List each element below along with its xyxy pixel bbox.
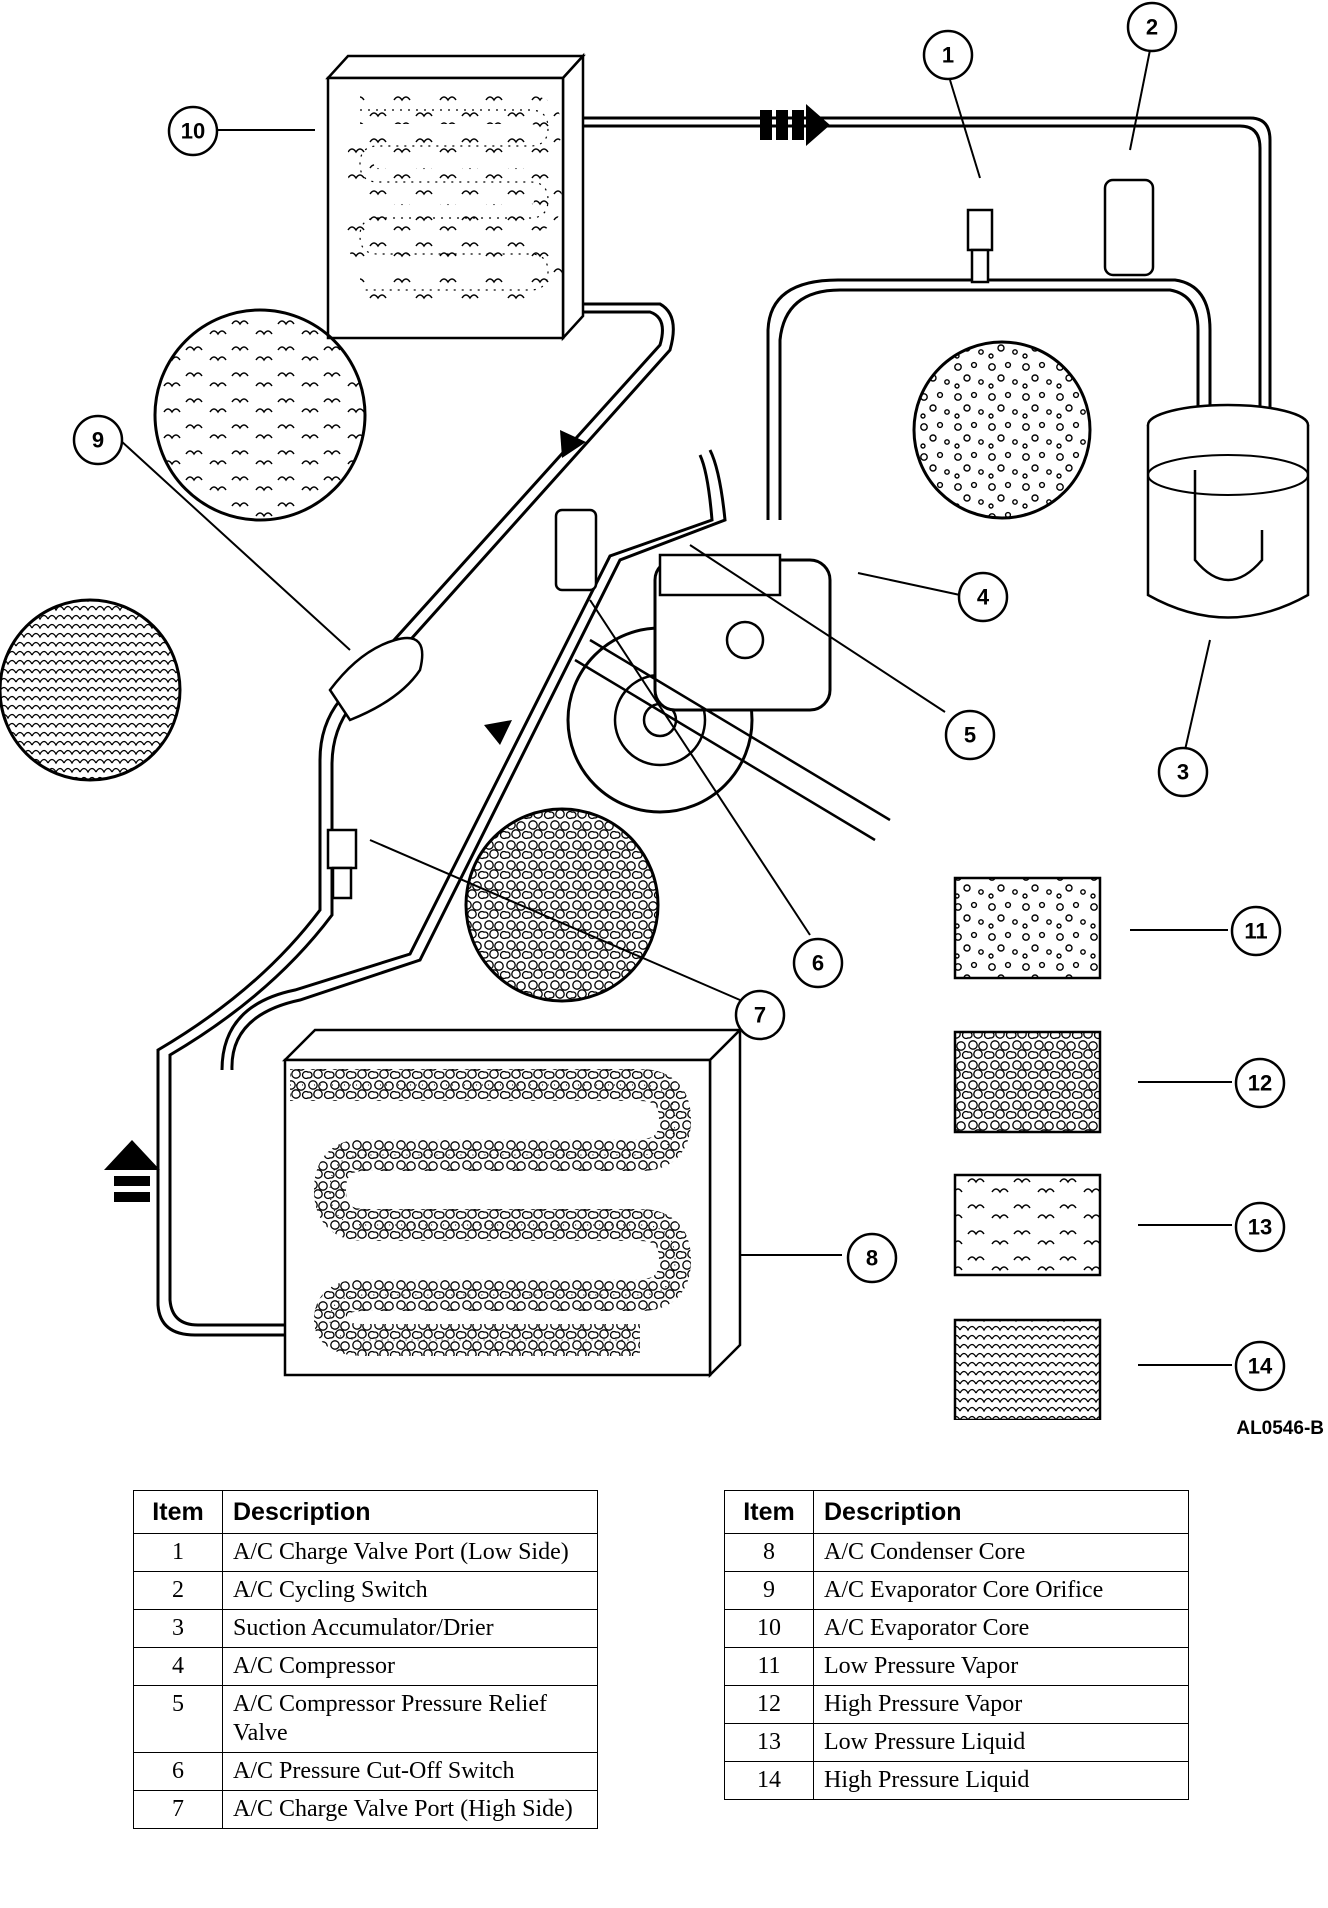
compressor [566, 553, 891, 842]
item-number: 10 [724, 1609, 814, 1648]
ac-system-diagram: 1 2 3 4 5 6 7 8 9 10 11 12 13 14 [0, 1, 1310, 1420]
legend-swatches [953, 876, 1102, 1420]
item-description: Low Pressure Vapor [813, 1647, 1189, 1686]
callout-10: 10 [167, 105, 219, 157]
item-description: A/C Charge Valve Port (High Side) [222, 1790, 598, 1829]
cycling-switch [1103, 178, 1155, 277]
callout-1: 1 [922, 29, 974, 81]
svg-text:14: 14 [1248, 1354, 1273, 1379]
header-description: Description [813, 1490, 1189, 1534]
item-number: 12 [724, 1685, 814, 1724]
svg-text:11: 11 [1244, 919, 1267, 944]
svg-text:2: 2 [1146, 15, 1158, 40]
callout-12: 12 [1234, 1057, 1286, 1109]
item-number: 1 [133, 1533, 223, 1572]
header-item: Item [133, 1490, 223, 1534]
item-description: Suction Accumulator/Drier [222, 1609, 598, 1648]
table-header-row: Item Description [724, 1490, 1189, 1534]
item-description: A/C Compressor [222, 1647, 598, 1686]
svg-text:12: 12 [1248, 1071, 1272, 1096]
callout-13: 13 [1234, 1201, 1286, 1253]
evaporator-orifice [328, 636, 424, 722]
header-item: Item [724, 1490, 814, 1534]
header-description: Description [222, 1490, 598, 1534]
condenser-core [281, 1026, 744, 1379]
item-number: 2 [133, 1571, 223, 1610]
callout-11: 11 [1230, 905, 1282, 957]
item-description: A/C Cycling Switch [222, 1571, 598, 1610]
figure-id: AL0546-B [1236, 1418, 1324, 1439]
item-number: 6 [133, 1752, 223, 1791]
svg-text:10: 10 [181, 119, 205, 144]
charge-valve-port-low [966, 208, 994, 284]
evaporator-core [325, 52, 586, 342]
svg-text:9: 9 [92, 428, 104, 453]
item-description: High Pressure Vapor [813, 1685, 1189, 1724]
callout-5: 5 [944, 709, 996, 761]
item-number: 13 [724, 1723, 814, 1762]
item-description: High Pressure Liquid [813, 1761, 1189, 1800]
item-number: 8 [724, 1533, 814, 1572]
item-description: A/C Pressure Cut-Off Switch [222, 1752, 598, 1791]
item-number: 4 [133, 1647, 223, 1686]
item-description: A/C Evaporator Core [813, 1609, 1189, 1648]
callout-8: 8 [846, 1232, 898, 1284]
item-number: 7 [133, 1790, 223, 1829]
svg-text:1: 1 [942, 43, 954, 68]
callout-7: 7 [734, 989, 786, 1041]
item-number: 5 [133, 1685, 223, 1753]
svg-text:4: 4 [977, 585, 990, 610]
callout-9: 9 [72, 414, 124, 466]
svg-text:6: 6 [812, 951, 824, 976]
item-description: A/C Evaporator Core Orifice [813, 1571, 1189, 1610]
callout-14: 14 [1234, 1340, 1286, 1392]
svg-text:8: 8 [866, 1246, 878, 1271]
item-description: Low Pressure Liquid [813, 1723, 1189, 1762]
item-number: 11 [724, 1647, 814, 1686]
item-number: 9 [724, 1571, 814, 1610]
leader-lines [119, 49, 1232, 1366]
svg-text:5: 5 [964, 723, 976, 748]
item-description: A/C Condenser Core [813, 1533, 1189, 1572]
item-description: A/C Charge Valve Port (Low Side) [222, 1533, 598, 1572]
item-description: A/C Compressor Pressure Relief Valve [222, 1685, 598, 1753]
item-number: 14 [724, 1761, 814, 1800]
callout-3: 3 [1157, 746, 1209, 798]
svg-text:3: 3 [1177, 760, 1189, 785]
svg-text:13: 13 [1248, 1215, 1272, 1240]
magnifier-bubbles [0, 308, 1092, 1003]
refrigerant-lines [156, 116, 1272, 1337]
charge-valve-port-high [326, 828, 358, 900]
suction-accumulator [1146, 403, 1310, 619]
callout-6: 6 [792, 937, 844, 989]
flow-arrows [104, 104, 830, 1202]
callout-4: 4 [957, 571, 1009, 623]
table-header-row: Item Description [133, 1490, 598, 1534]
svg-text:7: 7 [754, 1003, 766, 1028]
pressure-cut-off-switch [554, 508, 598, 592]
item-number: 3 [133, 1609, 223, 1648]
callout-2: 2 [1126, 1, 1178, 53]
